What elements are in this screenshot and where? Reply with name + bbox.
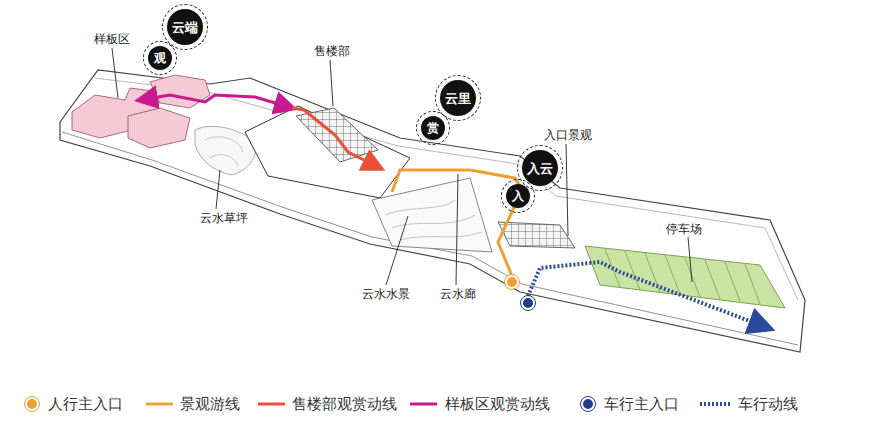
legend-text: 景观游线 bbox=[180, 395, 240, 413]
legend-text: 售楼部观赏动线 bbox=[292, 395, 397, 413]
area-label: 云水草坪 bbox=[198, 211, 250, 225]
step-circle: 入云 bbox=[522, 150, 558, 186]
area-label: 入口景观 bbox=[542, 128, 594, 142]
area-label: 云水廊 bbox=[438, 287, 478, 301]
step-text: 入 bbox=[512, 190, 524, 202]
area-label: 售楼部 bbox=[312, 44, 352, 58]
area-label: 停车场 bbox=[664, 222, 704, 236]
area-label: 样板区 bbox=[92, 32, 132, 46]
legend-text: 样板区观赏动线 bbox=[445, 395, 550, 413]
step-text: 观 bbox=[154, 52, 166, 64]
legend-text: 车行主入口 bbox=[604, 395, 679, 413]
area-label: 云水水景 bbox=[360, 287, 412, 301]
step-circle: 入 bbox=[506, 184, 530, 208]
legend-text: 人行主入口 bbox=[48, 395, 123, 413]
step-text: 云里 bbox=[445, 92, 471, 105]
step-text: 云端 bbox=[172, 21, 198, 34]
step-text: 赏 bbox=[427, 122, 439, 134]
step-circle: 观 bbox=[148, 46, 172, 70]
step-circle: 云端 bbox=[167, 9, 203, 45]
step-text: 入云 bbox=[527, 162, 553, 175]
step-circle: 云里 bbox=[440, 80, 476, 116]
step-circle: 赏 bbox=[421, 116, 445, 140]
legend-text: 车行动线 bbox=[738, 395, 798, 413]
